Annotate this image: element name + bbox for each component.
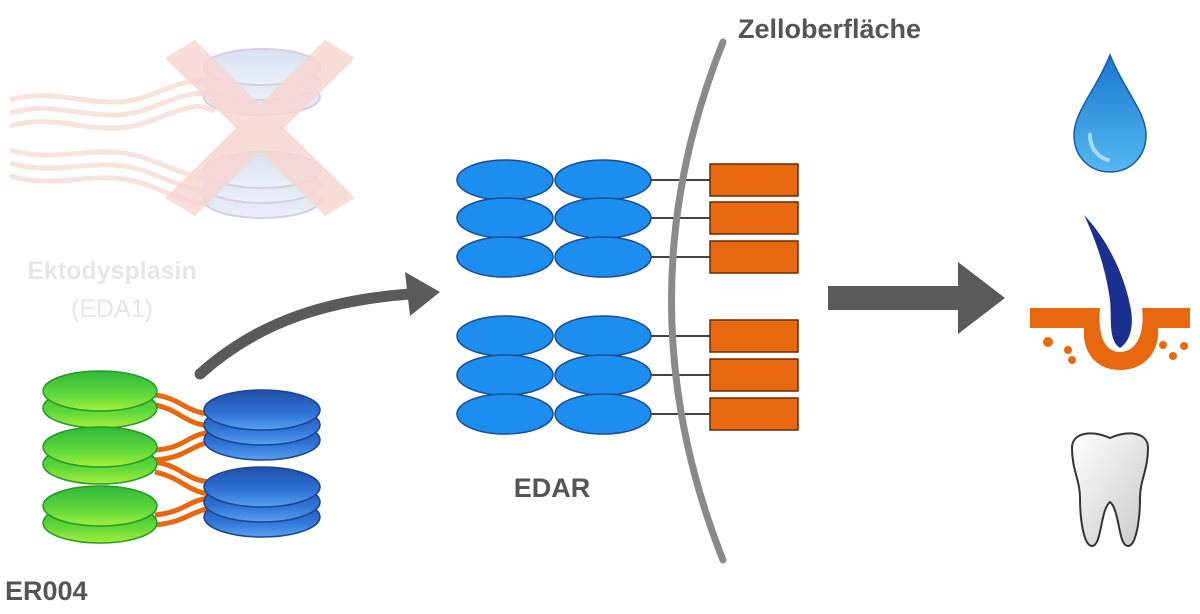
edar-extracellular-domain (554, 315, 652, 357)
eda1-faded-group (9, 40, 355, 219)
ligand-name-label: Ektodysplasin (27, 257, 197, 285)
binding-arrow (194, 272, 440, 380)
edar-receptor-unit (456, 197, 799, 239)
surface-label: Zelloberfläche (738, 14, 921, 44)
edar-extracellular-domain (456, 315, 554, 357)
edar-intracellular-domain (709, 240, 799, 274)
er004-green-domains (42, 370, 158, 544)
edar-receptor-unit (456, 236, 799, 278)
eda1-disc-top (203, 48, 321, 116)
cross-out-mark (165, 40, 355, 216)
edar-receptor-unit (456, 159, 799, 201)
edar-extracellular-domain (554, 159, 652, 201)
edar-extracellular-domain (554, 354, 652, 396)
edar-intracellular-domain (709, 163, 799, 197)
er004-blue-domains (203, 389, 321, 538)
edar-extracellular-domain (554, 236, 652, 278)
hair-follicle-icon (1030, 215, 1190, 370)
edar-intracellular-domain (709, 201, 799, 235)
edar-intracellular-domain (709, 319, 799, 353)
edar-intracellular-domain (709, 397, 799, 431)
edar-receptor-unit (456, 393, 799, 435)
tooth-icon (1070, 432, 1150, 548)
edar-extracellular-domain (456, 159, 554, 201)
edar-extracellular-domain (554, 393, 652, 435)
signal-arrow (828, 262, 1005, 334)
cell-membrane (668, 38, 727, 564)
ligand-abbr-label: (EDA1) (71, 295, 153, 323)
drug-label: ER004 (5, 576, 88, 606)
edar-extracellular-domain (456, 197, 554, 239)
eda1-strands (9, 78, 216, 207)
edar-extracellular-domain (554, 197, 652, 239)
er004-molecule (42, 370, 321, 544)
eda1-disc-bottom (203, 151, 321, 219)
edar-intracellular-domain (709, 358, 799, 392)
edar-extracellular-domain (456, 354, 554, 396)
edar-extracellular-domain (456, 393, 554, 435)
edar-receptor-unit (456, 354, 799, 396)
er004-linkers (154, 392, 211, 528)
edar-extracellular-domain (456, 236, 554, 278)
sweat-drop-icon (1073, 52, 1147, 173)
edar-receptor-unit (456, 315, 799, 357)
receptor-label: EDAR (514, 473, 591, 503)
edar-receptor-group (456, 159, 799, 435)
